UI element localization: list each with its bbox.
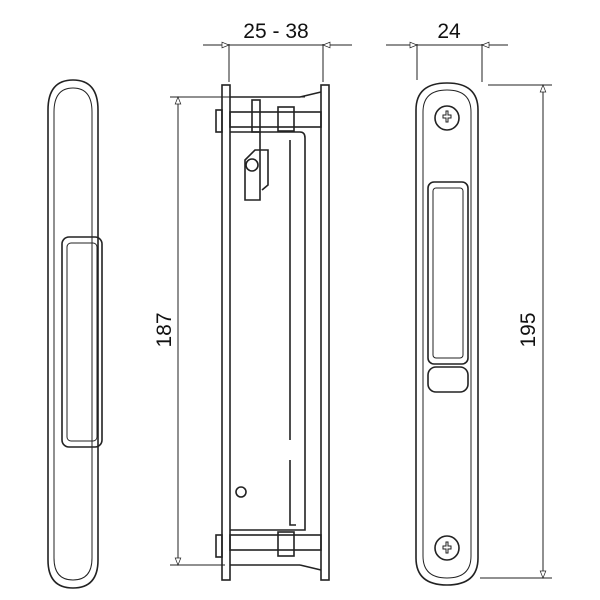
side-height-label: 187 xyxy=(153,312,176,347)
depth-dimension: 25 - 38 xyxy=(203,20,352,82)
total-height-label: 195 xyxy=(517,312,540,347)
side-height-dimension: 187 xyxy=(153,96,305,566)
pull-recess xyxy=(427,181,469,393)
width-label: 24 xyxy=(437,20,461,43)
width-dimension: 24 xyxy=(386,20,508,82)
pull-recess xyxy=(61,236,103,448)
screw-icon xyxy=(434,105,460,131)
side-view xyxy=(215,84,330,581)
total-height-dimension: 195 xyxy=(480,84,552,579)
screw-icon xyxy=(434,535,460,561)
front-view-plate xyxy=(47,79,103,589)
depth-range-label: 25 - 38 xyxy=(243,20,308,43)
front-view-plate-with-screws xyxy=(415,82,479,586)
